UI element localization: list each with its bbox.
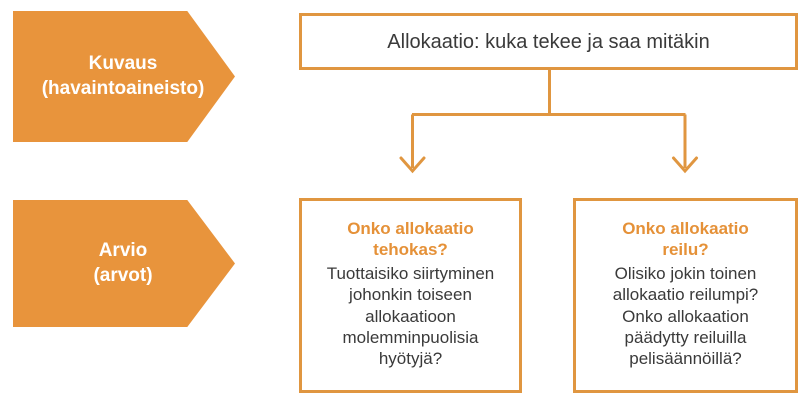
bottom-box-reilu-heading: Onko allokaatio reilu? <box>622 219 749 259</box>
top-box: Allokaatio: kuka tekee ja saa mitäkin <box>299 13 798 70</box>
stage-chevron-arvio-label: Arvio (arvot) <box>93 240 153 286</box>
arrowhead-left-icon <box>399 156 426 174</box>
bottom-box-reilu-body: Olisiko jokin toinen allokaatio reilumpi… <box>612 263 759 369</box>
arrowhead-right-icon <box>672 156 698 174</box>
bottom-box-tehokas-heading: Onko allokaatio tehokas? <box>347 219 474 259</box>
stage-chevron-arvio: Arvio (arvot) <box>13 200 235 327</box>
chevron-shape <box>13 200 235 327</box>
bottom-box-reilu: Onko allokaatio reilu? Olisiko jokin toi… <box>573 198 798 393</box>
bottom-box-tehokas: Onko allokaatio tehokas? Tuottaisiko sii… <box>299 198 522 393</box>
bottom-box-tehokas-body: Tuottaisiko siirtyminen johonkin toiseen… <box>326 263 495 369</box>
stage-chevron-kuvaus-label: Kuvaus (havaintoaineisto) <box>41 53 205 99</box>
stage-chevron-kuvaus: Kuvaus (havaintoaineisto) <box>13 11 235 142</box>
top-box-text: Allokaatio: kuka tekee ja saa mitäkin <box>387 30 710 53</box>
chevron-shape <box>13 11 235 142</box>
